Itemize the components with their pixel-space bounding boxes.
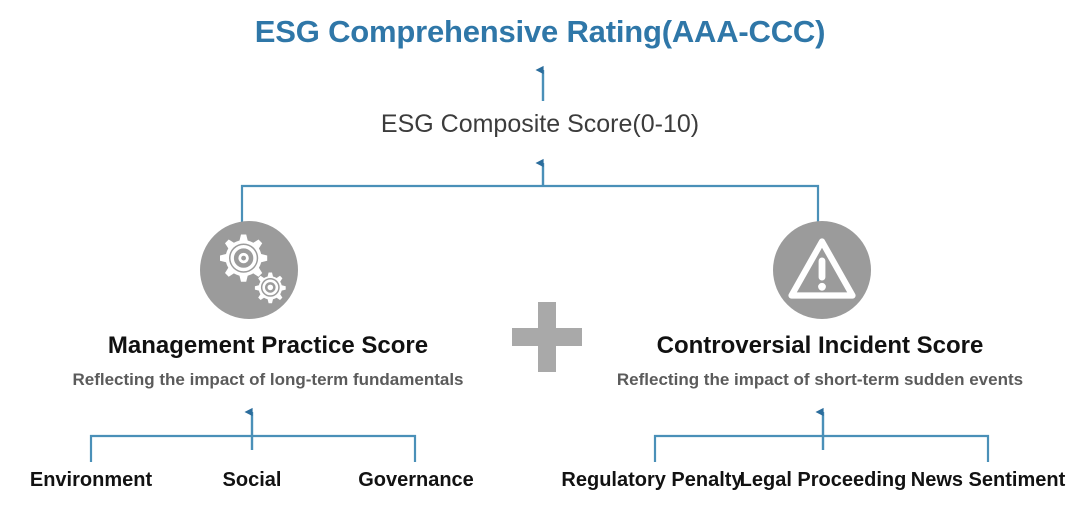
leaf-label-news-sentiment: News Sentiment [910,469,1066,491]
left-bottom-bracket [89,434,417,462]
composite-score-label: ESG Composite Score(0-10) [380,110,700,138]
warning-triangle-icon [773,221,871,319]
branch-subtitle-controversial: Reflecting the impact of short-term sudd… [616,370,1024,389]
plus-operator-icon [512,302,582,372]
gears-icon [200,221,298,319]
leaf-label-social: Social [222,469,282,491]
page-title: ESG Comprehensive Rating(AAA-CCC) [254,14,826,49]
right-bottom-bracket [653,434,990,462]
branch-title-management: Management Practice Score [107,332,429,359]
leaf-label-environment: Environment [29,469,153,491]
branch-subtitle-management: Reflecting the impact of long-term funda… [72,370,464,389]
leaf-label-regulatory-penalty: Regulatory Penalty [561,469,743,491]
branch-title-controversial: Controversial Incident Score [656,332,984,359]
top-bracket [240,184,820,249]
leaf-label-legal-proceeding: Legal Proceeding [739,469,907,491]
leaf-label-governance: Governance [358,469,474,491]
